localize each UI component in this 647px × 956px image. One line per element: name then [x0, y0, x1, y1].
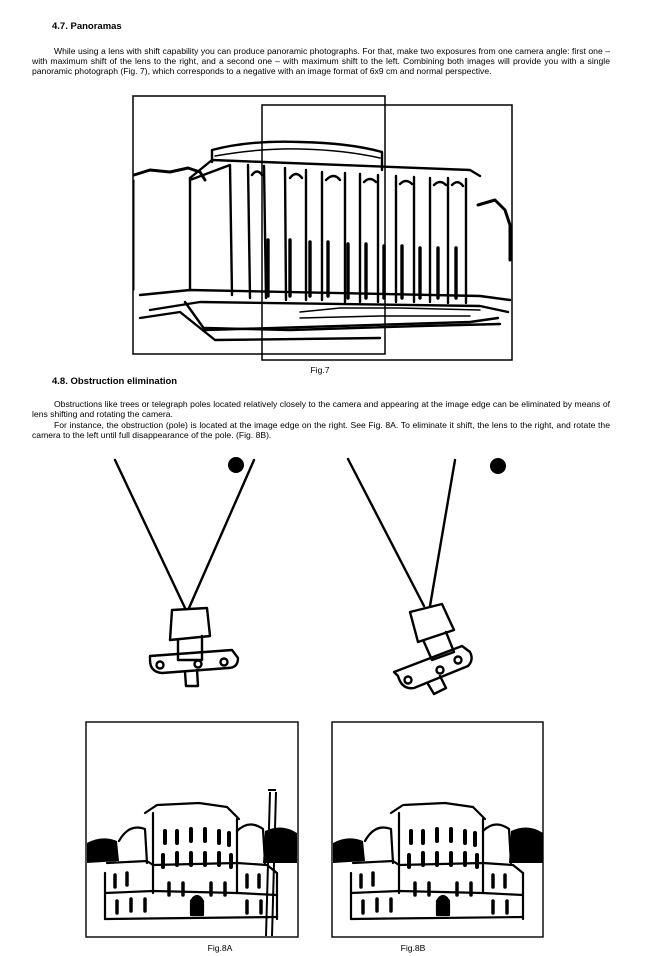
fig7-panorama-illustration	[132, 95, 513, 361]
obstruction-paragraph-1: Obstructions like trees or telegraph pol…	[32, 399, 610, 420]
section-heading-panoramas: 4.7. Panoramas	[52, 21, 122, 32]
fig7-frame-left	[132, 95, 386, 355]
panoramas-paragraph: While using a lens with shift capability…	[32, 46, 610, 77]
view-cone-b	[346, 457, 457, 608]
fig8a-pole	[265, 789, 277, 937]
fig7-frame-right	[261, 104, 513, 361]
pole-dot-b	[490, 458, 506, 474]
camera-body-b	[392, 644, 473, 690]
diagram-b	[346, 457, 506, 696]
fig7-building	[132, 140, 512, 342]
fig8b-photo	[331, 721, 545, 938]
lens-b	[408, 602, 456, 644]
fig8b-caption: Fig.8B	[400, 943, 426, 953]
fig7-caption: Fig.7	[310, 365, 330, 375]
section-heading-obstruction-elimination: 4.8. Obstruction elimination	[52, 376, 178, 387]
view-cone-a	[113, 458, 256, 610]
pole-dot-a	[228, 457, 244, 473]
obstruction-paragraph-2: For instance, the obstruction (pole) is …	[32, 420, 610, 441]
lens-a	[168, 606, 212, 642]
fig8a-caption: Fig.8A	[207, 943, 233, 953]
diagram-a	[113, 457, 256, 688]
camera-body-a	[148, 648, 240, 675]
fig8a-photo	[85, 721, 299, 938]
camera-angle-diagrams	[113, 457, 506, 696]
